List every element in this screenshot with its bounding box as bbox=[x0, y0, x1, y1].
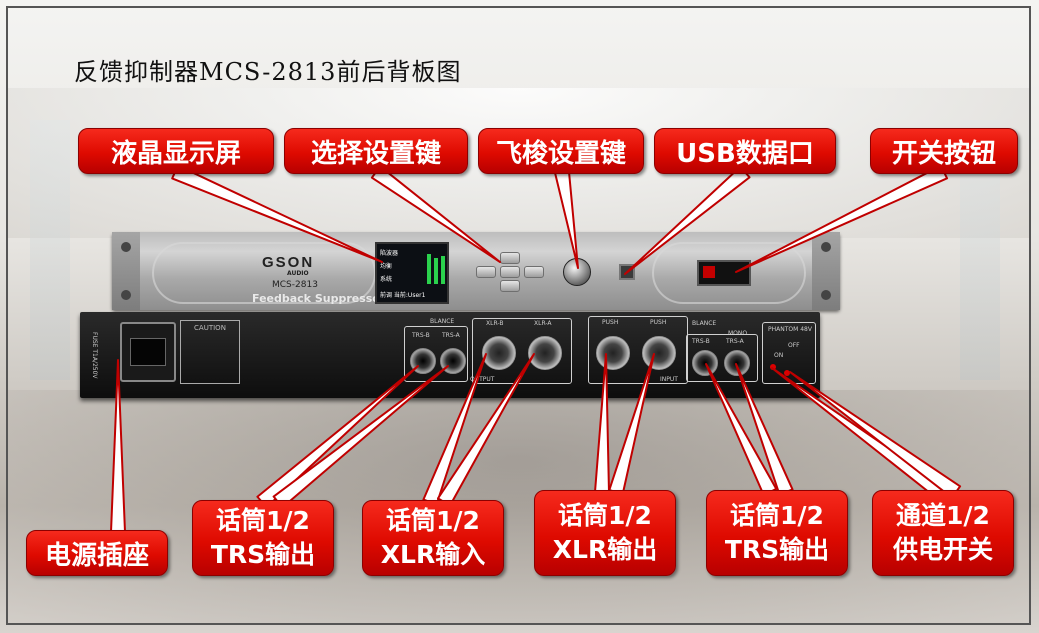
callout-phantom-1 bbox=[771, 367, 946, 499]
blance-label: BLANCE bbox=[430, 318, 455, 325]
outer-frame bbox=[6, 6, 1031, 625]
lcd-row: 均衡 bbox=[380, 263, 393, 270]
label-select-key: 选择设置键 bbox=[284, 128, 468, 174]
trs-b-label: TRS-B bbox=[692, 338, 710, 345]
push-label: PUSH bbox=[602, 319, 619, 326]
trs-input-group bbox=[686, 334, 758, 382]
push-label: PUSH bbox=[650, 319, 667, 326]
label-line: 话筒1/2 bbox=[386, 506, 480, 535]
label-jog-key: 飞梭设置键 bbox=[478, 128, 644, 174]
select-key-up[interactable] bbox=[500, 252, 520, 264]
label-output-trs: 话筒1/2 TRS输出 bbox=[192, 500, 334, 576]
xlr-input-group bbox=[588, 316, 688, 384]
output-label: OUTPUT bbox=[470, 376, 495, 383]
mono-label: MONO bbox=[728, 330, 748, 337]
label-phantom-switch: 通道1/2 供电开关 bbox=[872, 490, 1014, 576]
select-key-left[interactable] bbox=[476, 266, 496, 278]
callout-socket bbox=[110, 359, 126, 533]
label-input-xlr: 话筒1/2 XLR输入 bbox=[362, 500, 504, 576]
phantom-off-label: OFF bbox=[788, 342, 800, 349]
input-xlr-1[interactable] bbox=[596, 336, 630, 370]
label-line: 话筒1/2 bbox=[730, 501, 824, 530]
front-model: MCS-2813 bbox=[272, 280, 318, 290]
label-power-socket: 电源插座 bbox=[26, 530, 168, 576]
output-xlr-a[interactable] bbox=[528, 336, 562, 370]
label-usb: USB数据口 bbox=[654, 128, 836, 174]
trs-a-label: TRS-A bbox=[726, 338, 744, 345]
power-socket[interactable] bbox=[120, 322, 176, 382]
xlr-a-label: XLR-A bbox=[534, 320, 552, 327]
brand-sub: AUDIO bbox=[287, 270, 309, 277]
lcd-screen: 陷波器 均衡 系统 前调 当前:User1 bbox=[375, 242, 449, 304]
callout-phantom-2 bbox=[789, 371, 962, 499]
phantom-label: PHANTOM 48V bbox=[768, 326, 812, 333]
input-label: INPUT bbox=[660, 376, 678, 383]
caution-panel: CAUTION bbox=[180, 320, 240, 384]
output-xlr-b[interactable] bbox=[482, 336, 516, 370]
lcd-meter bbox=[441, 256, 445, 284]
phantom-on-label: ON bbox=[774, 352, 784, 359]
callout-lcd bbox=[171, 164, 383, 263]
xlr-output-group bbox=[472, 318, 572, 384]
callout-out-xlr-1 bbox=[594, 353, 610, 494]
front-product-name: Feedback Suppressor bbox=[252, 292, 386, 305]
label-line: TRS输出 bbox=[210, 540, 316, 569]
select-key-center[interactable] bbox=[500, 266, 520, 278]
lcd-meter bbox=[434, 258, 438, 284]
select-key-right[interactable] bbox=[524, 266, 544, 278]
trs-b-label: TRS-B bbox=[412, 332, 430, 339]
power-switch-rocker bbox=[703, 266, 715, 278]
callout-out-trs-2 bbox=[272, 365, 449, 509]
label-lcd: 液晶显示屏 bbox=[78, 128, 274, 174]
trs-a-label: TRS-A bbox=[442, 332, 460, 339]
label-output-xlr: 话筒1/2 XLR输出 bbox=[534, 490, 676, 576]
blance-label: BLANCE bbox=[692, 320, 717, 327]
phantom-switch-1[interactable] bbox=[770, 364, 776, 370]
lcd-meter bbox=[427, 254, 431, 284]
label-line: 话筒1/2 bbox=[216, 506, 310, 535]
lcd-row: 系统 bbox=[380, 276, 393, 283]
trs-output-group bbox=[404, 326, 468, 382]
callout-out-trs-1 bbox=[256, 365, 419, 509]
input-trs-a-jack[interactable] bbox=[724, 350, 750, 376]
input-xlr-2[interactable] bbox=[642, 336, 676, 370]
label-line: 话筒1/2 bbox=[558, 501, 652, 530]
input-trs-b-jack[interactable] bbox=[692, 350, 718, 376]
phantom-group bbox=[762, 322, 816, 384]
label-line: TRS输出 bbox=[724, 535, 830, 564]
label-power-switch: 开关按钮 bbox=[870, 128, 1018, 174]
lcd-row: 陷波器 bbox=[380, 250, 399, 257]
xlr-b-label: XLR-B bbox=[486, 320, 504, 327]
phantom-switch-2[interactable] bbox=[784, 370, 790, 376]
callout-jog-key bbox=[554, 169, 579, 269]
callout-usb bbox=[624, 165, 751, 275]
power-switch[interactable] bbox=[697, 260, 751, 286]
diagram-title: 反馈抑制器MCS-2813前后背板图 bbox=[74, 58, 462, 86]
callout-out-xlr-2 bbox=[608, 353, 655, 495]
rack-ear-right bbox=[812, 232, 840, 310]
label-line: 通道1/2 bbox=[896, 501, 990, 530]
label-line: 供电开关 bbox=[892, 535, 993, 564]
label-input-trs: 话筒1/2 TRS输出 bbox=[706, 490, 848, 576]
label-line: XLR输出 bbox=[552, 535, 658, 564]
background-window bbox=[30, 120, 70, 380]
rack-ear-left bbox=[112, 232, 140, 310]
select-key-down[interactable] bbox=[500, 280, 520, 292]
callout-switch bbox=[735, 164, 949, 273]
caution-title: CAUTION bbox=[194, 324, 226, 332]
rear-panel: FUSE T1A/250V CAUTION BLANCE TRS-B TRS-A… bbox=[80, 312, 820, 398]
lcd-row: 前调 当前:User1 bbox=[380, 292, 426, 299]
callout-select-key bbox=[370, 165, 501, 263]
brand-logo: GSON bbox=[262, 254, 315, 271]
label-line: XLR输入 bbox=[380, 540, 486, 569]
front-decor-right bbox=[652, 242, 806, 304]
